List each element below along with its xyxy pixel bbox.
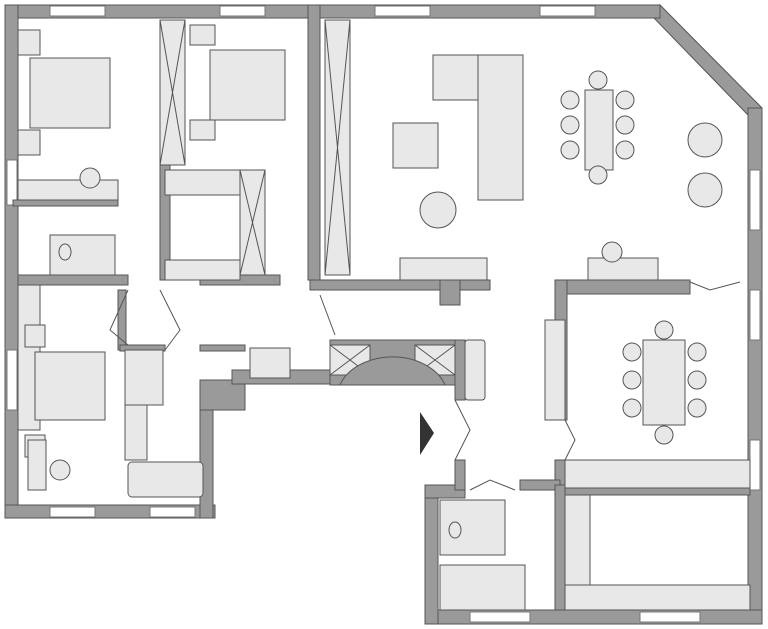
bedroom-1-furniture — [17, 29, 119, 201]
arch-niche — [339, 356, 446, 386]
dining-room-furniture — [622, 320, 707, 445]
bedroom-3-furniture — [24, 324, 106, 491]
living-room-furniture — [392, 54, 723, 281]
windows — [6, 5, 761, 623]
entrance-arrow-icon — [420, 412, 434, 455]
bathroom-fixtures — [49, 234, 526, 611]
wardrobes — [17, 19, 751, 611]
interior-walls — [12, 4, 751, 611]
doors — [109, 281, 741, 491]
bedroom-2-furniture — [189, 24, 286, 141]
